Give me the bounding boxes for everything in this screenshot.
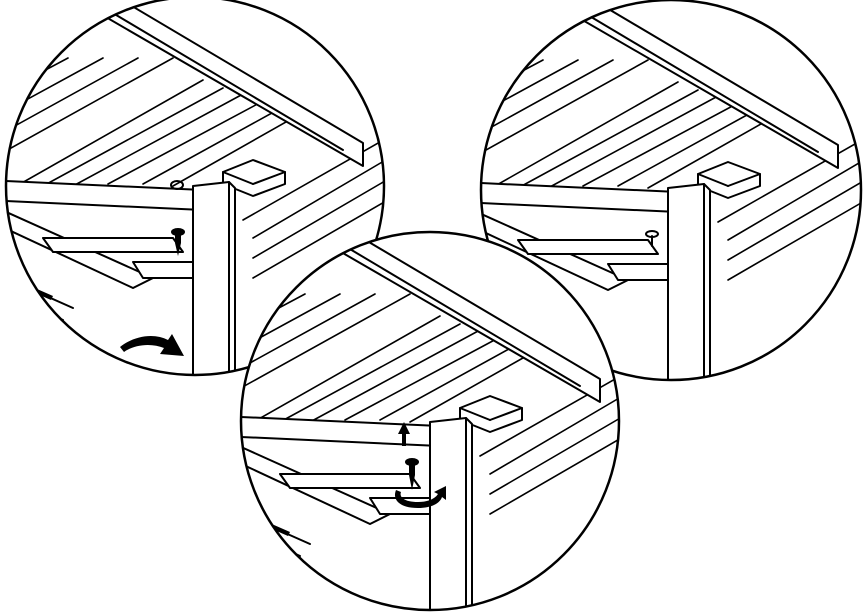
screw-hole-icon	[170, 180, 184, 190]
curved-arrow-right-icon	[120, 334, 184, 356]
screw-icon	[405, 458, 419, 490]
up-arrow-icon	[398, 422, 410, 446]
panel-step-2	[239, 230, 621, 612]
rotate-arrow-icon	[394, 486, 446, 508]
panel-step-1	[4, 0, 386, 377]
screw-icon	[171, 228, 185, 256]
panel-step-3	[479, 0, 863, 382]
fastened-screw-icon	[645, 230, 659, 247]
